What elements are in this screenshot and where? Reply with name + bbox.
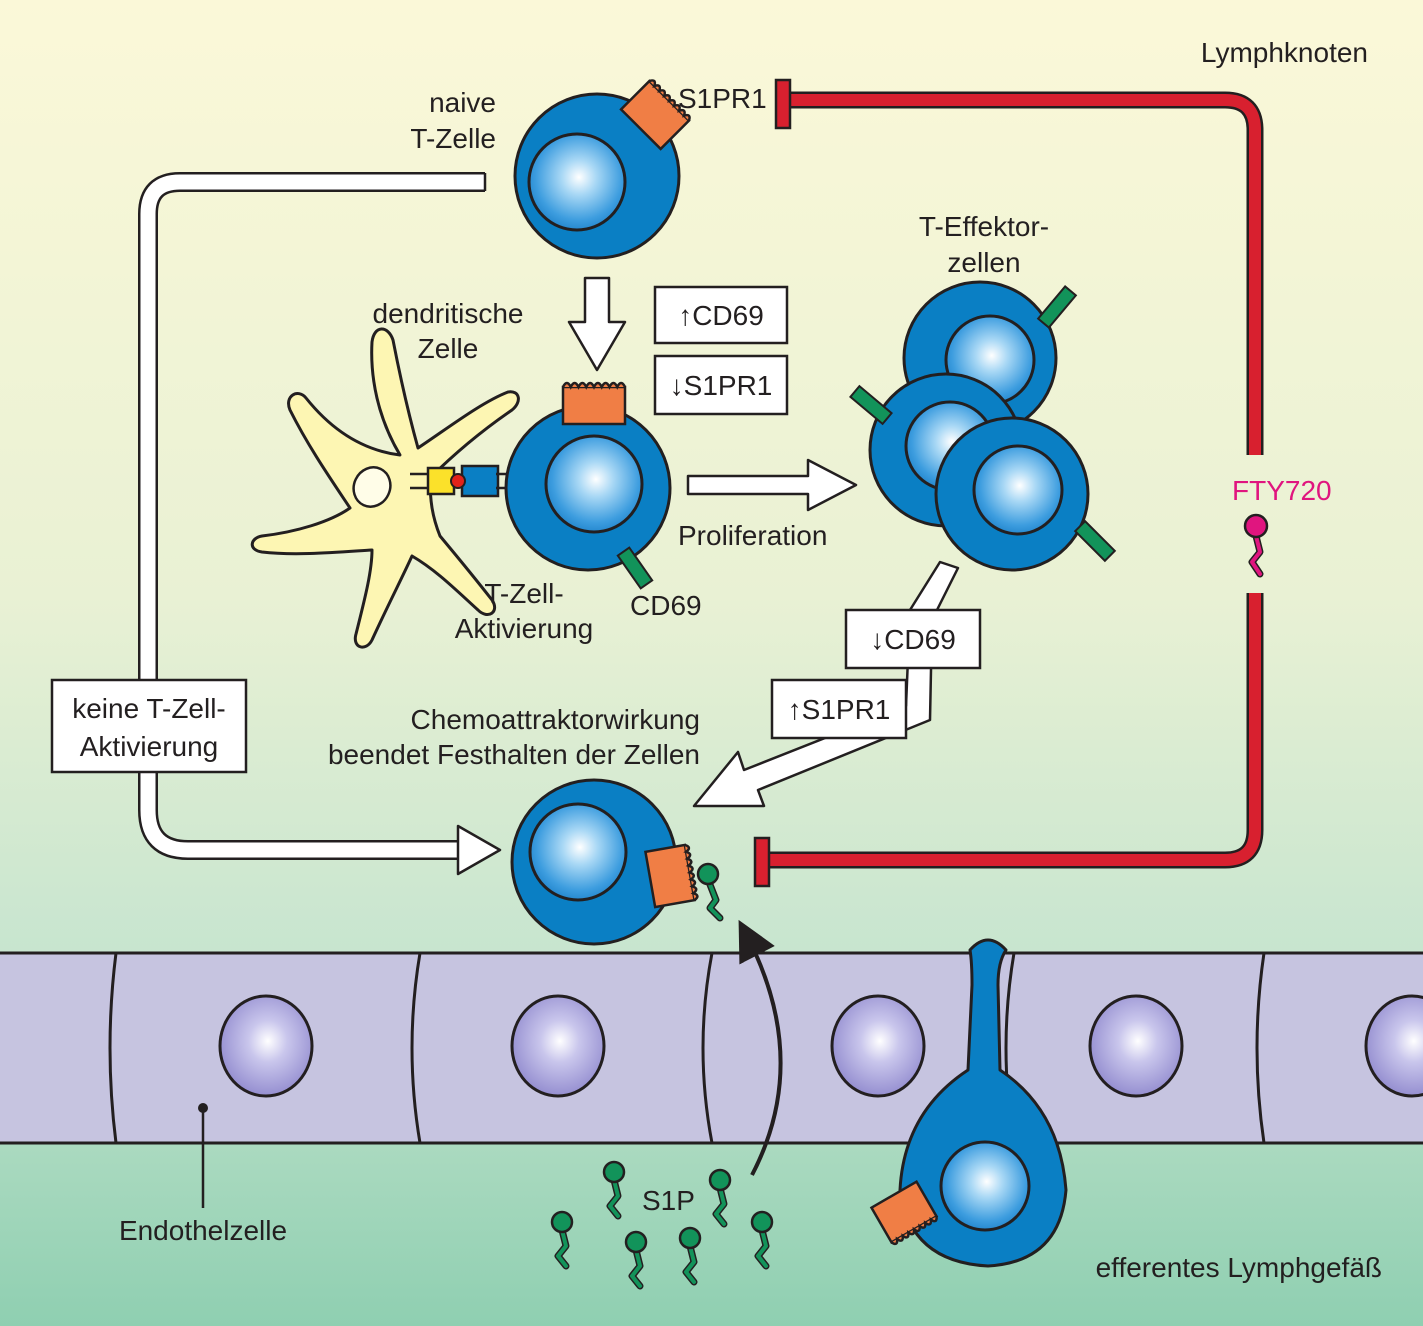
svg-text:Aktivierung: Aktivierung bbox=[80, 731, 219, 762]
fty720-label: FTY720 bbox=[1232, 475, 1332, 506]
svg-text:↑CD69: ↑CD69 bbox=[678, 300, 764, 331]
dendritic-cell-label: dendritische bbox=[373, 298, 524, 329]
s1pr1-receptor bbox=[869, 1179, 939, 1246]
s1p-label: S1P bbox=[642, 1185, 695, 1216]
svg-text:↓S1PR1: ↓S1PR1 bbox=[670, 370, 773, 401]
cd69-label: CD69 bbox=[630, 590, 702, 621]
endothelial-nucleus bbox=[830, 994, 926, 1098]
endothelial-nucleus bbox=[1364, 994, 1423, 1098]
box-no-activation: keine T-Zell- Aktivierung bbox=[50, 678, 248, 774]
s1p-molecules bbox=[550, 1160, 774, 1290]
effector-cell-right bbox=[934, 416, 1117, 572]
activation-down-arrow bbox=[567, 276, 627, 372]
endothelial-nucleus bbox=[510, 994, 606, 1098]
box-s1pr1-up: ↑S1PR1 bbox=[770, 678, 908, 740]
s1p-gradient-arrow bbox=[738, 919, 783, 1176]
proliferation-arrow bbox=[686, 458, 858, 512]
activated-t-cell bbox=[504, 381, 672, 590]
svg-text:↓CD69: ↓CD69 bbox=[870, 624, 956, 655]
endothelial-nucleus bbox=[218, 994, 314, 1098]
box-cd69-down: ↓CD69 bbox=[844, 608, 982, 670]
effector-cells-label: T-Effektor- bbox=[919, 211, 1049, 242]
effector-cells-label: zellen bbox=[947, 247, 1020, 278]
transmigrating-t-cell bbox=[869, 938, 1068, 1268]
naive-t-cell-label: naive bbox=[429, 87, 496, 118]
naive-t-cell-label: T-Zelle bbox=[410, 123, 496, 154]
effector-t-cells bbox=[849, 280, 1117, 572]
s1pr1-label: S1PR1 bbox=[678, 83, 767, 114]
lymph-node-label: Lymphknoten bbox=[1201, 37, 1368, 68]
box-s1pr1-down: ↓S1PR1 bbox=[653, 354, 789, 416]
efferent-lymph-vessel-label: efferentes Lymphgefäß bbox=[1096, 1252, 1382, 1283]
endothelium bbox=[0, 951, 1423, 1208]
no-activation-pathway-arrow bbox=[138, 172, 502, 876]
s1pr1-receptor-internalizing bbox=[561, 381, 627, 426]
cd69-marker bbox=[616, 546, 654, 590]
s1p-bound-molecule bbox=[696, 862, 724, 922]
endothelial-nucleus bbox=[1088, 994, 1184, 1098]
s1pr1-receptor bbox=[643, 843, 699, 909]
fty720-molecule bbox=[1243, 513, 1269, 578]
naive-t-cell bbox=[513, 79, 691, 260]
dendritic-cell-label: Zelle bbox=[418, 333, 479, 364]
egressing-t-cell bbox=[510, 778, 724, 946]
chemoattractant-label: beendet Festhalten der Zellen bbox=[328, 739, 700, 770]
s1pr1-receptor bbox=[619, 79, 691, 151]
svg-text:keine T-Zell-: keine T-Zell- bbox=[72, 693, 226, 724]
t-cell-activation-label: T-Zell- bbox=[484, 578, 563, 609]
box-cd69-up: ↑CD69 bbox=[653, 285, 789, 345]
dendritic-cell bbox=[250, 327, 520, 649]
t-cell-activation-label: Aktivierung bbox=[455, 613, 594, 644]
svg-text:↑S1PR1: ↑S1PR1 bbox=[788, 694, 891, 725]
proliferation-label: Proliferation bbox=[678, 520, 827, 551]
chemoattractant-label: Chemoattraktorwirkung bbox=[411, 704, 700, 735]
endothelial-cell-label: Endothelzelle bbox=[119, 1215, 287, 1246]
fty720-inhibition-lines bbox=[753, 78, 1264, 888]
